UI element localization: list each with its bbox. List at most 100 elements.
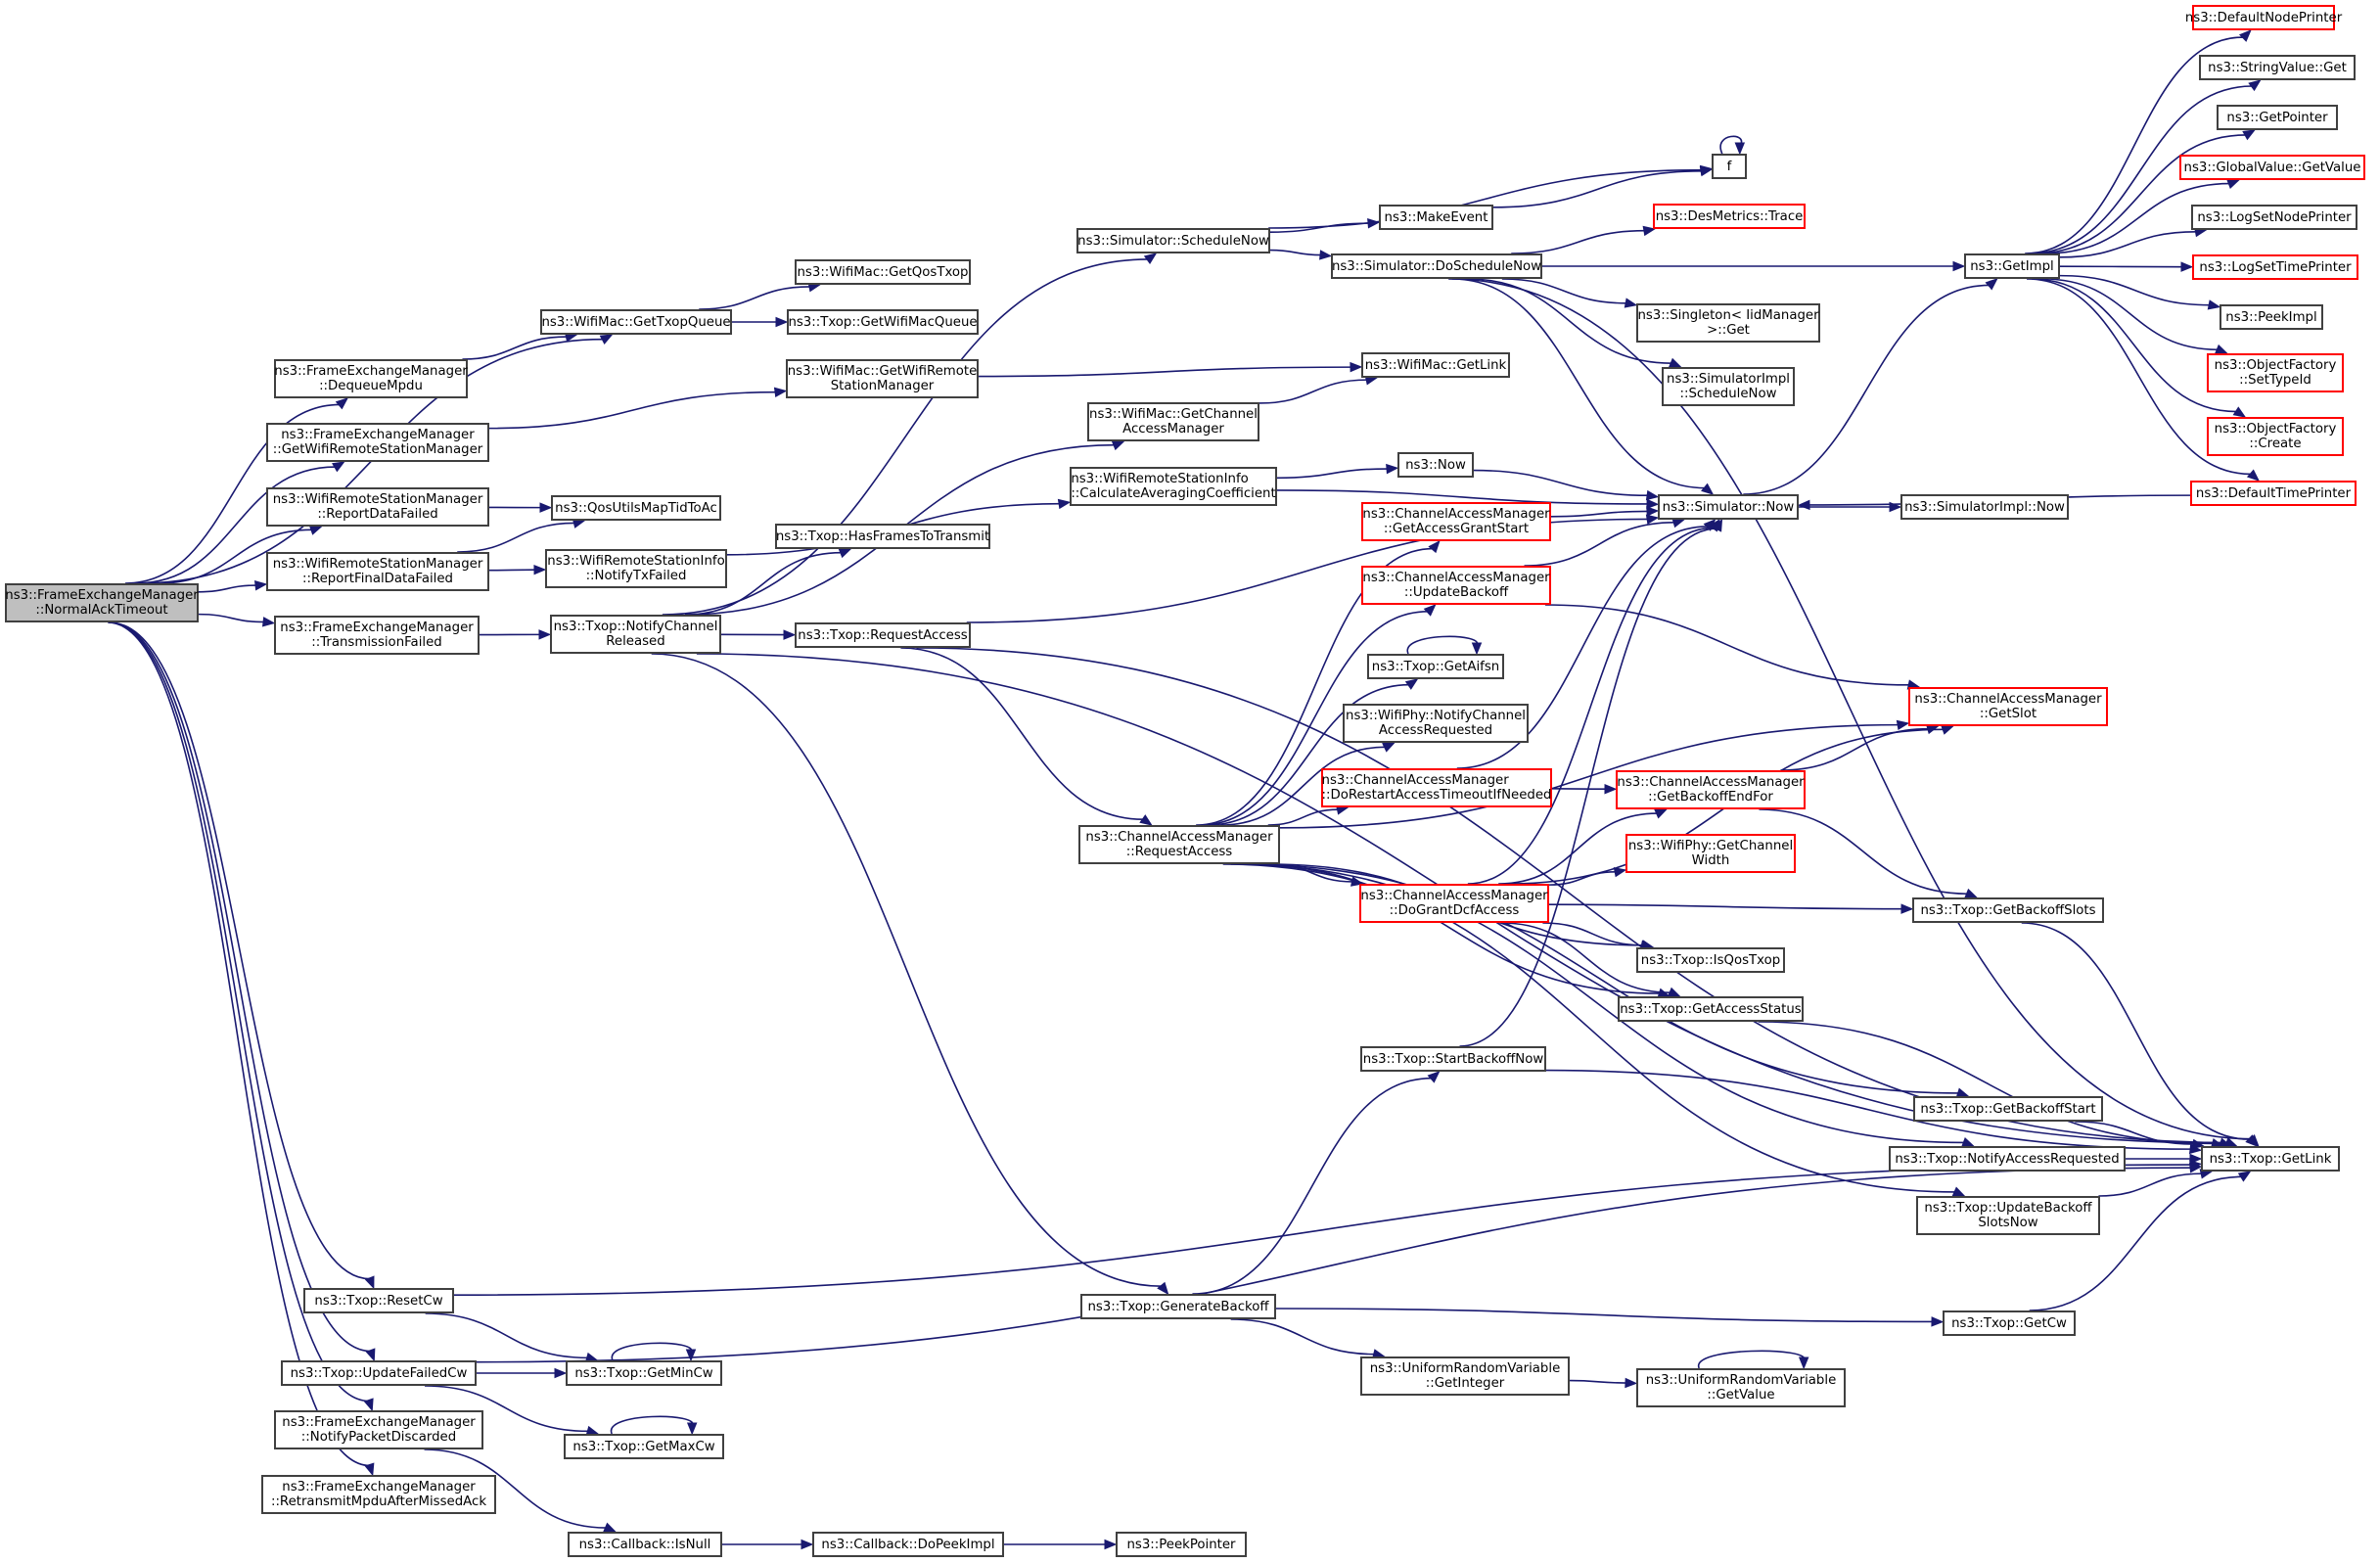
edge-root-to-notify-packet-discarded	[108, 621, 374, 1412]
node-txop-get-link[interactable]: ns3::Txop::GetLink	[2201, 1146, 2340, 1172]
node-calc-avg[interactable]: ns3::WifiRemoteStationInfo ::CalculateAv…	[1070, 467, 1277, 506]
node-singleton[interactable]: ns3::Singleton< IidManager >::Get	[1636, 303, 1820, 343]
node-get-qos-txop[interactable]: ns3::WifiMac::GetQosTxop	[795, 259, 971, 285]
node-global-value-get-value[interactable]: ns3::GlobalValue::GetValue	[2179, 155, 2365, 180]
node-get-txop-queue[interactable]: ns3::WifiMac::GetTxopQueue	[540, 309, 732, 335]
node-notify-access-requested[interactable]: ns3::Txop::NotifyAccessRequested	[1889, 1146, 2126, 1172]
node-log-set-node-printer[interactable]: ns3::LogSetNodePrinter	[2191, 205, 2357, 230]
edge-cam-update-backoff-to-cam-get-slot	[1544, 604, 1921, 690]
node-qos-utils[interactable]: ns3::QosUtilsMapTidToAc	[551, 495, 721, 521]
node-cam-update-backoff[interactable]: ns3::ChannelAccessManager ::UpdateBackof…	[1361, 566, 1551, 605]
node-sim-now[interactable]: ns3::Simulator::Now	[1658, 494, 1799, 520]
node-log-set-time-printer[interactable]: ns3::LogSetTimePrinter	[2192, 254, 2358, 280]
node-txop-request-access[interactable]: ns3::Txop::RequestAccess	[795, 622, 971, 648]
edge-notify-channel-released-to-generate-backoff	[651, 653, 1169, 1296]
node-default-time-printer[interactable]: ns3::DefaultTimePrinter	[2190, 481, 2357, 506]
node-has-frames[interactable]: ns3::Txop::HasFramesToTransmit	[775, 524, 990, 549]
node-reset-cw[interactable]: ns3::Txop::ResetCw	[303, 1288, 454, 1313]
node-urv-get-value[interactable]: ns3::UniformRandomVariable ::GetValue	[1636, 1368, 1846, 1407]
node-update-failed-cw[interactable]: ns3::Txop::UpdateFailedCw	[281, 1360, 477, 1386]
node-peek-pointer[interactable]: ns3::PeekPointer	[1116, 1532, 1247, 1557]
edge-fem-get-wrsm-to-mac-get-wrsm	[488, 387, 788, 430]
edge-get-aifsn-to-get-aifsn	[1406, 635, 1483, 656]
edge-schedule-now-to-make-event	[1269, 218, 1381, 233]
node-get-impl[interactable]: ns3::GetImpl	[1964, 253, 2060, 279]
node-notify-channel-released[interactable]: ns3::Txop::NotifyChannel Released	[550, 615, 721, 654]
node-of-create[interactable]: ns3::ObjectFactory ::Create	[2207, 417, 2344, 456]
edge-cam-do-grant-to-phy-get-channel-width	[1548, 866, 1627, 886]
node-fem-get-wrsm[interactable]: ns3::FrameExchangeManager ::GetWifiRemot…	[266, 423, 489, 462]
node-report-final-data-failed[interactable]: ns3::WifiRemoteStationManager ::ReportFi…	[266, 552, 489, 591]
edge-update-failed-cw-to-get-min-cw	[476, 1367, 568, 1379]
edge-get-impl-to-log-set-time-printer	[2059, 261, 2194, 272]
node-get-max-cw[interactable]: ns3::Txop::GetMaxCw	[564, 1434, 724, 1459]
edge-cam-request-access-to-cam-update-backoff	[1200, 604, 1437, 826]
node-generate-backoff[interactable]: ns3::Txop::GenerateBackoff	[1080, 1294, 1276, 1319]
node-get-min-cw[interactable]: ns3::Txop::GetMinCw	[566, 1360, 722, 1386]
node-get-cw[interactable]: ns3::Txop::GetCw	[1943, 1310, 2076, 1336]
node-des-metrics[interactable]: ns3::DesMetrics::Trace	[1653, 204, 1806, 229]
node-cam-do-restart[interactable]: ns3::ChannelAccessManager ::DoRestartAcc…	[1321, 768, 1552, 807]
node-is-qos-txop[interactable]: ns3::Txop::IsQosTxop	[1636, 947, 1785, 973]
node-do-peek-impl[interactable]: ns3::Callback::DoPeekImpl	[812, 1532, 1004, 1557]
edge-cam-do-grant-to-cam-get-backoff-end-for	[1498, 808, 1669, 885]
node-report-data-failed[interactable]: ns3::WifiRemoteStationManager ::ReportDa…	[266, 487, 489, 527]
node-get-aifsn[interactable]: ns3::Txop::GetAifsn	[1367, 654, 1504, 679]
node-schedule-now[interactable]: ns3::Simulator::ScheduleNow	[1076, 228, 1270, 253]
edge-txop-request-access-to-cam-request-access	[900, 647, 1153, 826]
node-default-node-printer[interactable]: ns3::DefaultNodePrinter	[2185, 5, 2342, 30]
node-cam-request-access[interactable]: ns3::ChannelAccessManager ::RequestAcces…	[1078, 825, 1280, 864]
node-mac-get-link[interactable]: ns3::WifiMac::GetLink	[1361, 352, 1510, 378]
edge-do-schedule-now-to-sim-impl-schedule-now	[1467, 278, 1682, 368]
node-start-backoff-now[interactable]: ns3::Txop::StartBackoffNow	[1360, 1046, 1546, 1072]
edge-start-backoff-now-to-sim-now	[1459, 518, 1723, 1047]
edge-root-to-report-final-data-failed	[198, 580, 268, 593]
node-peek-impl[interactable]: ns3::PeekImpl	[2220, 304, 2323, 330]
edge-do-peek-impl-to-peek-pointer	[1003, 1539, 1118, 1550]
edge-report-final-data-failed-to-notify-tx-failed	[488, 564, 547, 575]
node-mac-get-cam[interactable]: ns3::WifiMac::GetChannel AccessManager	[1087, 402, 1259, 441]
node-cam-get-backoff-end-for[interactable]: ns3::ChannelAccessManager ::GetBackoffEn…	[1616, 770, 1806, 809]
node-of-set-type-id[interactable]: ns3::ObjectFactory ::SetTypeId	[2207, 353, 2344, 392]
node-get-wifi-mac-queue[interactable]: ns3::Txop::GetWifiMacQueue	[787, 309, 979, 335]
node-sim-impl-now[interactable]: ns3::SimulatorImpl::Now	[1900, 494, 2069, 520]
edge-get-access-status-to-txop-get-link	[1758, 1021, 2224, 1149]
node-mac-get-wrsm[interactable]: ns3::WifiMac::GetWifiRemote StationManag…	[786, 359, 979, 398]
node-now[interactable]: ns3::Now	[1397, 452, 1474, 478]
node-cam-get-slot[interactable]: ns3::ChannelAccessManager ::GetSlot	[1908, 687, 2108, 726]
node-sim-impl-schedule-now[interactable]: ns3::SimulatorImpl ::ScheduleNow	[1662, 367, 1795, 406]
node-get-backoff-slots[interactable]: ns3::Txop::GetBackoffSlots	[1912, 897, 2104, 923]
node-is-null[interactable]: ns3::Callback::IsNull	[568, 1532, 722, 1557]
node-cam-do-grant[interactable]: ns3::ChannelAccessManager ::DoGrantDcfAc…	[1359, 884, 1549, 923]
node-get-access-status[interactable]: ns3::Txop::GetAccessStatus	[1618, 996, 1804, 1022]
edge-cam-request-access-to-phy-notify	[1220, 742, 1396, 826]
edge-get-impl-to-string-value-get	[2029, 79, 2262, 254]
edge-do-schedule-now-to-des-metrics	[1511, 225, 1657, 254]
node-cam-get-access-grant-start[interactable]: ns3::ChannelAccessManager ::GetAccessGra…	[1361, 502, 1551, 541]
edge-root-to-reset-cw	[109, 621, 375, 1290]
edge-get-impl-to-default-time-printer	[2026, 278, 2261, 482]
node-do-schedule-now[interactable]: ns3::Simulator::DoScheduleNow	[1331, 253, 1542, 279]
node-f[interactable]: f	[1712, 154, 1747, 179]
node-notify-packet-discarded[interactable]: ns3::FrameExchangeManager ::NotifyPacket…	[274, 1410, 483, 1449]
node-string-value-get[interactable]: ns3::StringValue::Get	[2199, 55, 2356, 80]
edge-get-cw-to-txop-get-link	[2029, 1171, 2252, 1311]
edge-cam-request-access-to-notify-access-requested	[1230, 863, 1975, 1147]
edge-txop-request-access-to-sim-now	[966, 514, 1660, 623]
node-phy-get-channel-width[interactable]: ns3::WifiPhy::GetChannel Width	[1625, 834, 1796, 873]
node-phy-notify[interactable]: ns3::WifiPhy::NotifyChannel AccessReques…	[1343, 704, 1529, 743]
node-dequeue-mpdu[interactable]: ns3::FrameExchangeManager ::DequeueMpdu	[274, 359, 468, 398]
node-urv-get-integer[interactable]: ns3::UniformRandomVariable ::GetInteger	[1360, 1356, 1570, 1396]
node-update-backoff-slots-now[interactable]: ns3::Txop::UpdateBackoff SlotsNow	[1916, 1196, 2100, 1235]
edge-sim-now-to-get-impl	[1743, 278, 1998, 495]
node-get-pointer[interactable]: ns3::GetPointer	[2217, 105, 2338, 130]
node-get-backoff-start[interactable]: ns3::Txop::GetBackoffStart	[1913, 1096, 2103, 1122]
edge-cam-get-backoff-end-for-to-cam-get-slot	[1780, 724, 1940, 771]
edge-notify-channel-released-to-schedule-now	[662, 253, 1158, 616]
node-make-event[interactable]: ns3::MakeEvent	[1379, 205, 1493, 230]
node-root[interactable]: ns3::FrameExchangeManager ::NormalAckTim…	[5, 583, 199, 622]
edge-get-min-cw-to-get-min-cw	[611, 1342, 697, 1362]
node-retransmit-mpdu[interactable]: ns3::FrameExchangeManager ::RetransmitMp…	[261, 1475, 496, 1514]
node-notify-tx-failed[interactable]: ns3::WifiRemoteStationInfo ::NotifyTxFai…	[545, 549, 727, 588]
node-transmission-failed[interactable]: ns3::FrameExchangeManager ::Transmission…	[274, 616, 480, 655]
